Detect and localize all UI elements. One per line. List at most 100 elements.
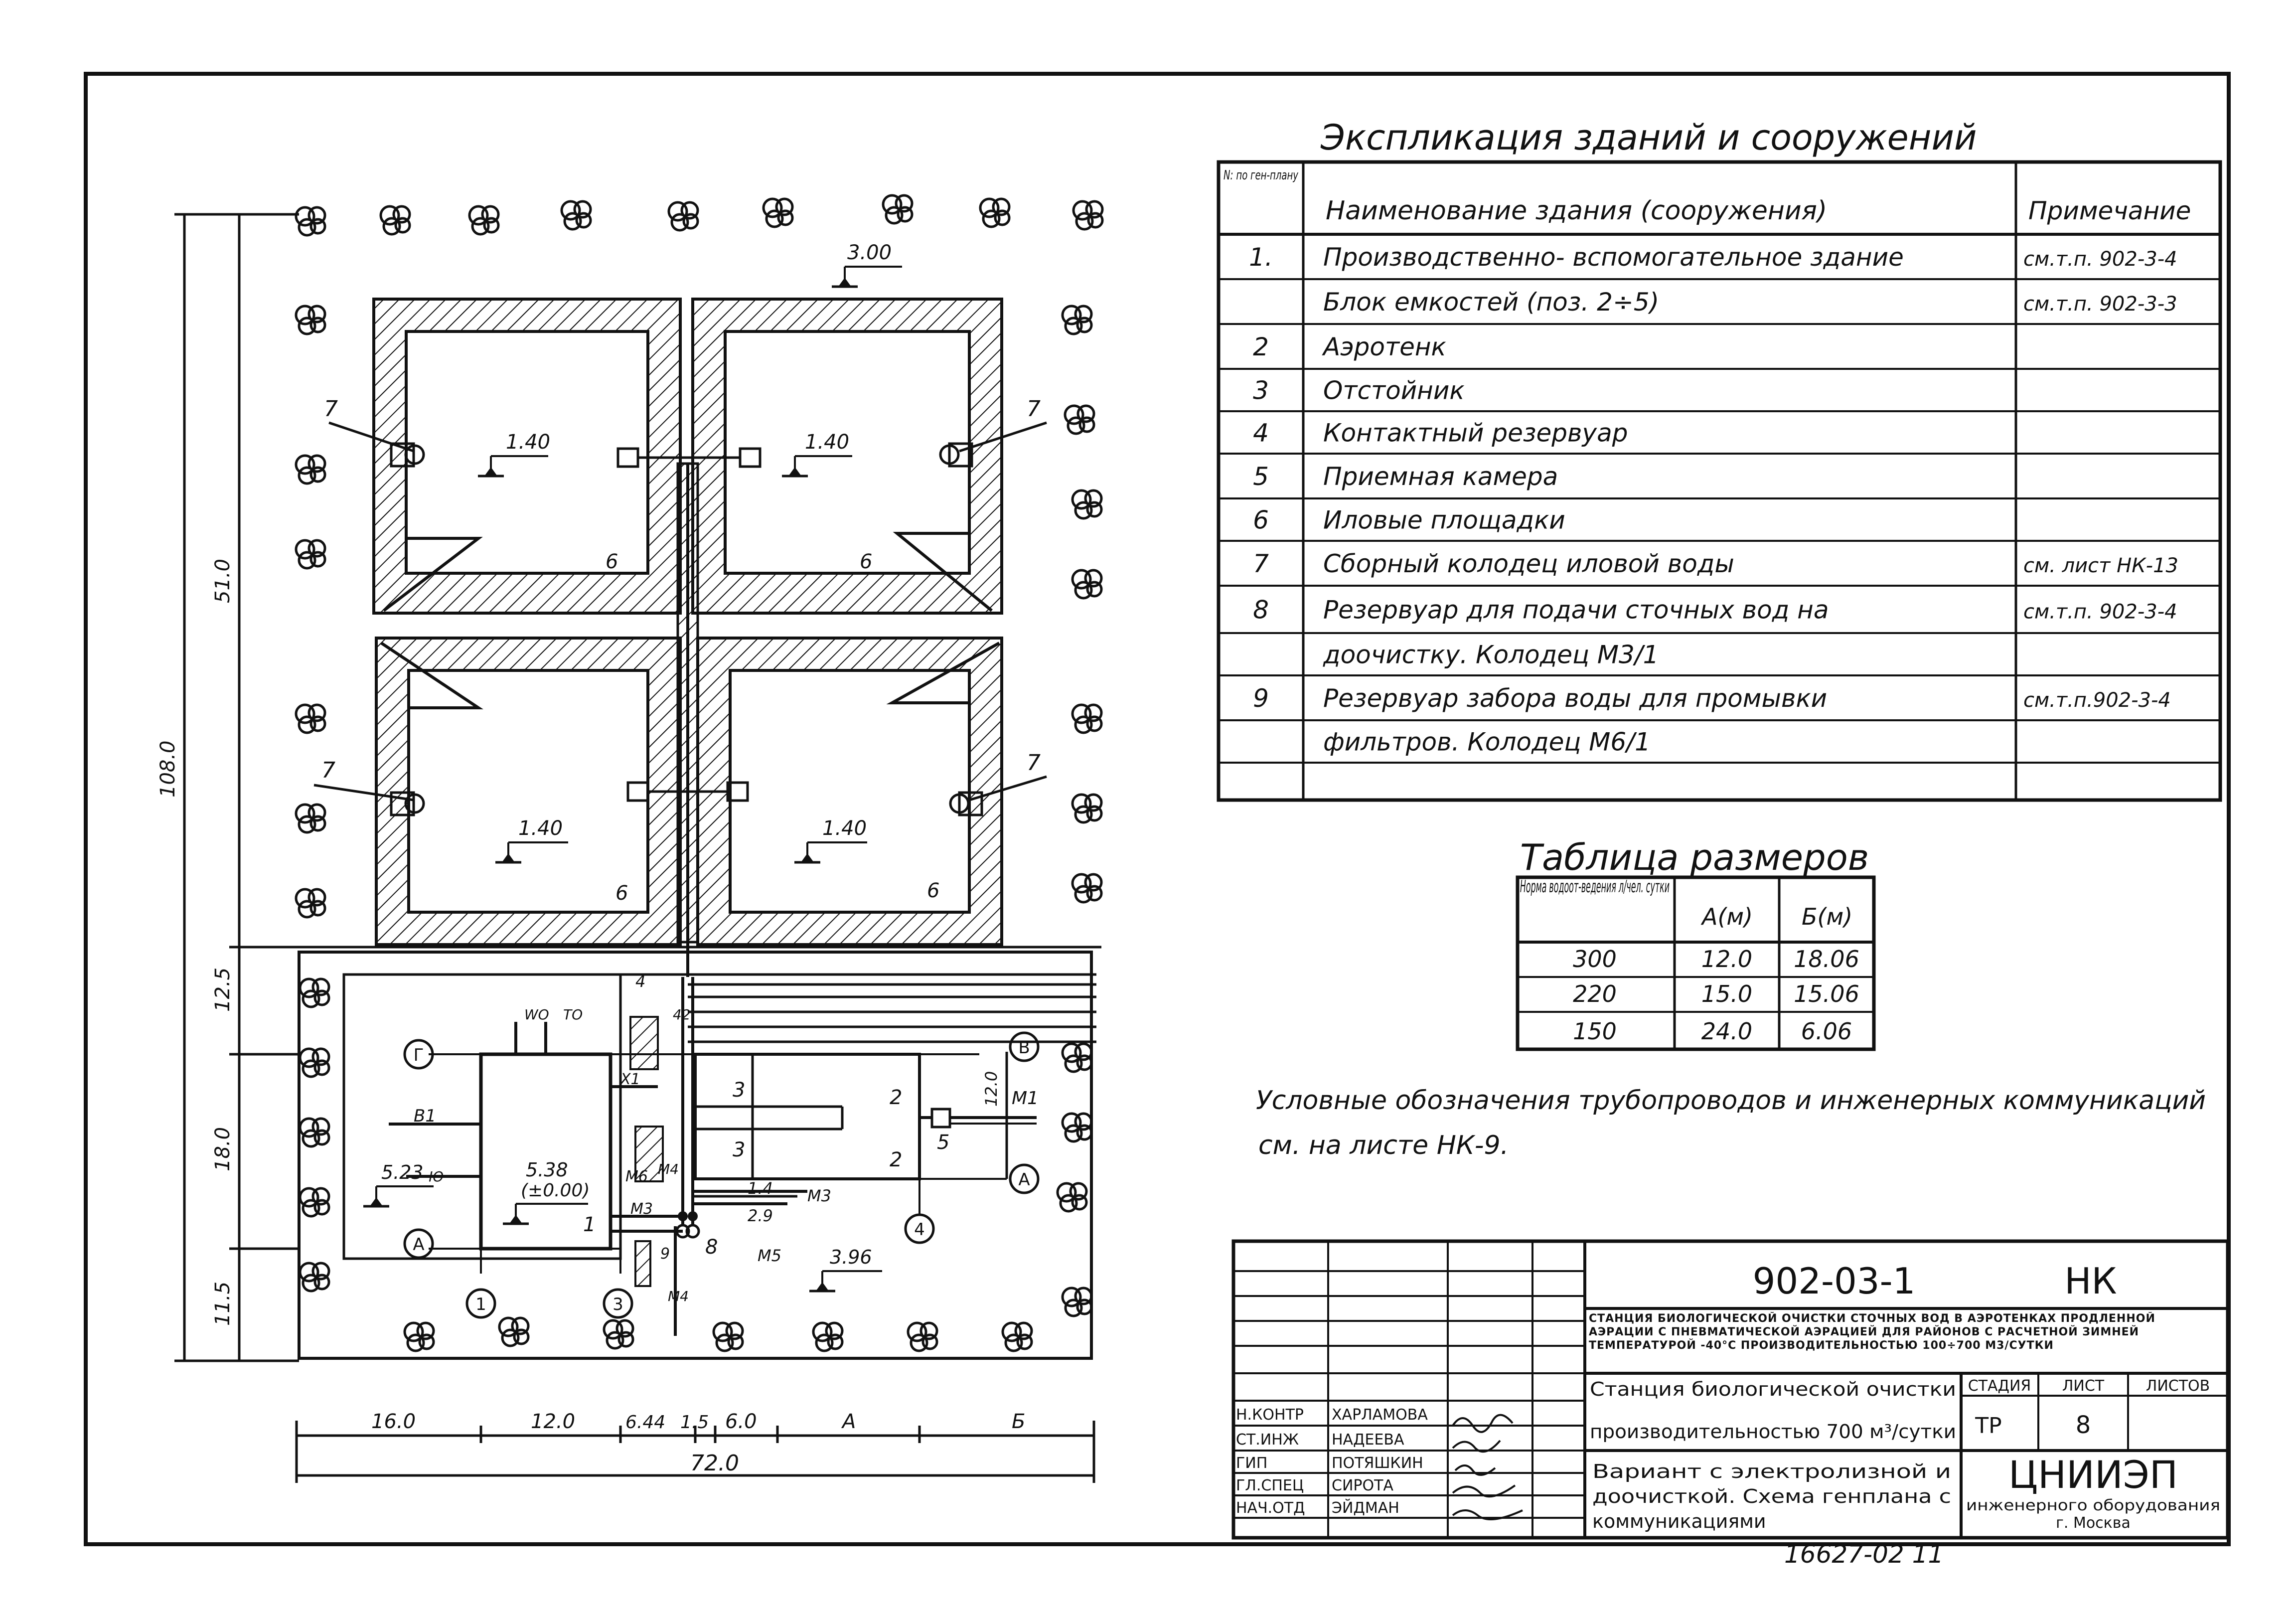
column-header: Б(м) [1802, 903, 1852, 930]
axis-letter: А [413, 1235, 424, 1255]
title-block: 902-03-1 НК СТАНЦИЯ БИОЛОГИЧЕСКОЙ ОЧИСТК… [1231, 1239, 2230, 1540]
row-name: Отстойник [1323, 376, 1465, 405]
pipe-label: Х1 [619, 1071, 640, 1088]
tree-icon [1072, 570, 1101, 598]
elevation-label: 3.00 [847, 241, 892, 264]
elevation-mark-icon [809, 1271, 835, 1291]
tree-icon [296, 456, 325, 484]
dimension-label: Б [1012, 1410, 1025, 1433]
item-label: 6 [606, 550, 618, 573]
row-note: см. лист НК-13 [2023, 554, 2178, 577]
axis-letter: А [1018, 1170, 1030, 1190]
archive-number: 16627-02 11 [1784, 1540, 1944, 1569]
row-name: доочистку. Колодец М3/1 [1323, 641, 1659, 669]
sizes-table: Таблица размеров Норма водоот-ведения л/… [1516, 836, 1876, 1051]
row-name: Производственно- вспомогательное здание [1323, 243, 1904, 272]
a-value: 12.0 [1701, 946, 1752, 973]
tree-icon [296, 805, 325, 832]
elevation-mark-icon [782, 456, 808, 476]
item-label: 2 [890, 1148, 902, 1171]
tree-icon [296, 540, 325, 568]
row-number: 9 [1253, 684, 1269, 713]
role-label: СТ.ИНЖ [1236, 1431, 1299, 1449]
row-number: 8 [1253, 596, 1269, 625]
tree-icon [1003, 1323, 1032, 1351]
sludge-bed [696, 637, 1003, 946]
row-note: см.т.п. 902-3-4 [2023, 248, 2177, 271]
tree-icon [908, 1323, 937, 1351]
sheet-header: ЛИСТ [2062, 1377, 2105, 1395]
tree-icon [669, 202, 698, 230]
pipe-label: М4 [668, 1288, 689, 1304]
a-value: 15.0 [1701, 980, 1752, 1007]
dimension-label: 16.0 [371, 1410, 416, 1433]
row-name: Блок емкостей (поз. 2÷5) [1323, 288, 1659, 317]
dimension-label: 2.9 [748, 1206, 773, 1225]
axis-number: 1 [475, 1295, 486, 1314]
pipe-label: В1 [414, 1106, 436, 1126]
row-name: Аэротенк [1322, 332, 1446, 361]
sheet-frame [84, 72, 2231, 1546]
tree-icon [1072, 874, 1101, 902]
sheet-title: доочисткой. Схема генплана с [1592, 1485, 1951, 1507]
item-label: 7 [321, 758, 335, 783]
person-name: НАДЕЕВА [1332, 1431, 1404, 1449]
elevation-label: 5.38 [526, 1159, 568, 1181]
tree-icon [469, 206, 498, 234]
elevation-mark-icon [363, 1186, 389, 1206]
dimension-label: 6.44 [625, 1412, 665, 1433]
item-label: 3 [733, 1138, 745, 1161]
tree-icon [980, 199, 1009, 227]
tree-icon [764, 199, 792, 227]
explication-table: Экспликация зданий и сооружений N: по ге… [1217, 117, 2222, 802]
elevation-label: 1.40 [805, 431, 849, 454]
pipe-label: WO [524, 1006, 549, 1023]
item-label: 2 [890, 1086, 902, 1109]
station-name: Станция биологической очистки [1590, 1378, 1956, 1400]
pipe-label: М4 [658, 1161, 679, 1177]
row-name: Резервуар забора воды для промывки [1323, 684, 1827, 713]
pipe-label: Ю [429, 1168, 444, 1185]
dimension-label: 108.0 [156, 740, 179, 798]
item-label: 5 [937, 1131, 949, 1154]
dimension-label: 12.0 [531, 1410, 575, 1433]
tree-icon [883, 195, 912, 223]
column-header: Наименование здания (сооружения) [1326, 196, 1827, 226]
row-number: 4 [1253, 419, 1269, 448]
row-name: Резервуар для подачи сточных вод на [1323, 596, 1829, 625]
station-capacity: производительностью 700 м³/сутки [1590, 1421, 1956, 1443]
document-mark: НК [2064, 1260, 2117, 1302]
elevation-mark-icon [503, 1204, 529, 1224]
dimension-label: 6.0 [725, 1410, 757, 1433]
stage-header: СТАДИЯ [1968, 1377, 2031, 1395]
tree-icon [1072, 705, 1101, 733]
explication-title: Экспликация зданий и сооружений [1320, 117, 1977, 158]
a-value: 24.0 [1701, 1018, 1752, 1045]
document-code: 902-03-1 [1753, 1260, 1916, 1302]
site-plan: 3.00 1.40 1.40 1.40 1.40 5.23 5.38 (±0.0… [156, 195, 1102, 1483]
project-description: СТАНЦИЯ БИОЛОГИЧЕСКОЙ ОЧИСТКИ СТОЧНЫХ ВО… [1589, 1312, 2155, 1352]
sludge-bed [375, 637, 682, 946]
row-number: 5 [1253, 462, 1269, 491]
row-name: фильтров. Колодец М6/1 [1323, 728, 1651, 757]
person-name: ПОТЯШКИН [1332, 1455, 1423, 1472]
sizes-table-title: Таблица размеров [1520, 836, 1869, 878]
person-name: ЭЙДМАН [1332, 1499, 1399, 1517]
legend-note: Условные обозначения трубопроводов и инж… [1256, 1086, 2206, 1116]
row-name: Иловые площадки [1323, 506, 1565, 535]
tree-icon [1072, 490, 1101, 518]
item-label: 7 [1027, 396, 1041, 422]
tree-icon [562, 201, 591, 229]
tree-icon [300, 1119, 329, 1146]
dimension-label: 1.5 [680, 1412, 709, 1433]
tree-icon [296, 306, 325, 334]
row-name: Приемная камера [1323, 462, 1558, 491]
elevation-label: 5.23 [381, 1161, 424, 1183]
axis-number: 4 [914, 1220, 925, 1240]
dimension-label: 72.0 [690, 1451, 739, 1476]
dimension-label: 12.5 [211, 968, 234, 1012]
tree-icon [296, 705, 325, 733]
